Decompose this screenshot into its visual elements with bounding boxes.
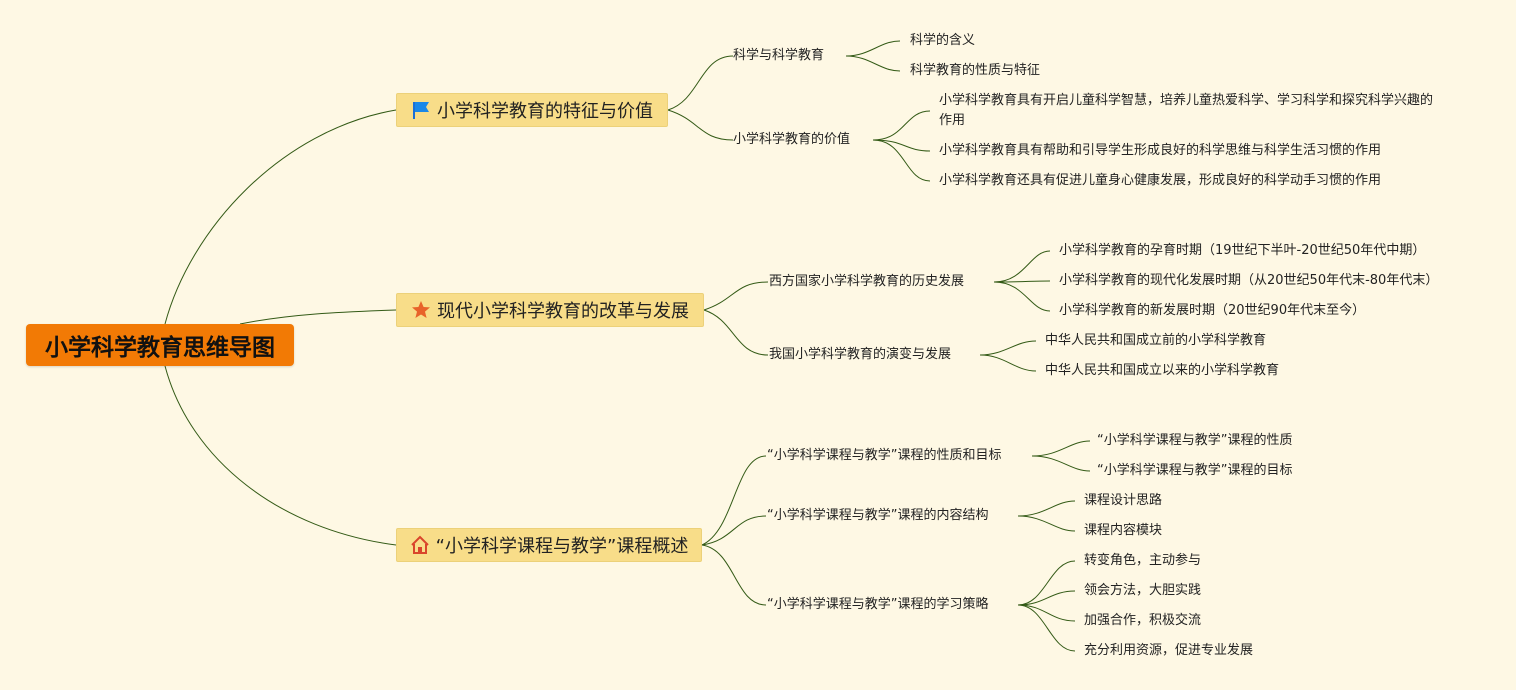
leaf-topic[interactable]: 小学科学教育具有帮助和引导学生形成良好的科学思维与科学生活习惯的作用 <box>939 143 1382 158</box>
subtopic[interactable]: 我国小学科学教育的演变与发展 <box>769 347 952 362</box>
leaf-topic[interactable]: 领会方法，大胆实践 <box>1084 583 1202 598</box>
leaf-topic[interactable]: 转变角色，主动参与 <box>1084 553 1202 568</box>
main-topic-title: 现代小学科学教育的改革与发展 <box>437 301 689 322</box>
leaf-topic[interactable]: 科学的含义 <box>910 33 976 48</box>
leaf-topic[interactable]: 小学科学教育具有开启儿童科学智慧，培养儿童热爱科学、学习科学和探究科学兴趣的作用 <box>939 93 1434 128</box>
subtopic[interactable]: “小学科学课程与教学”课程的性质和目标 <box>767 448 1002 463</box>
leaf-topic[interactable]: 小学科学教育的新发展时期（20世纪90年代末至今） <box>1059 303 1366 318</box>
main-topic-course-overview[interactable]: “小学科学课程与教学”课程概述 <box>396 528 702 562</box>
connector-s12-l2 <box>872 139 931 152</box>
connector-b3-s1 <box>701 455 767 546</box>
connector-s21-l3 <box>993 281 1051 312</box>
connector-s33-l1 <box>1017 560 1076 606</box>
leaf-topic[interactable]: 中华人民共和国成立前的小学科学教育 <box>1045 333 1267 348</box>
connector-b2-s2 <box>703 309 769 356</box>
root-topic[interactable]: 小学科学教育思维导图 <box>26 324 294 366</box>
connector-s12-l1 <box>872 110 931 141</box>
connector-root-b2 <box>239 309 397 325</box>
leaf-topic[interactable]: 充分利用资源，促进专业发展 <box>1084 643 1254 658</box>
connector-s21-l2 <box>993 280 1051 283</box>
subtopic[interactable]: “小学科学课程与教学”课程的学习策略 <box>767 597 989 612</box>
leaf-topic[interactable]: 课程设计思路 <box>1084 493 1163 508</box>
leaf-topic[interactable]: 小学科学教育的孕育时期（19世纪下半叶-20世纪50年代中期） <box>1059 243 1426 258</box>
leaf-topic[interactable]: 中华人民共和国成立以来的小学科学教育 <box>1045 363 1280 378</box>
connector-s11-l1 <box>845 40 901 57</box>
connector-b3-s3 <box>701 544 767 606</box>
connector-s32-l1 <box>1017 500 1076 517</box>
subtopic[interactable]: 小学科学教育的价值 <box>733 132 851 147</box>
leaf-topic[interactable]: 加强合作，积极交流 <box>1084 613 1202 628</box>
connector-b2-s1 <box>703 281 769 311</box>
house-icon <box>410 535 430 555</box>
connector-s22-l1 <box>979 340 1037 356</box>
flag-icon <box>411 100 431 120</box>
star-icon <box>411 300 431 320</box>
connector-s33-l4 <box>1017 604 1076 652</box>
connector-s12-l3 <box>872 139 931 182</box>
connector-root-b1 <box>164 109 397 325</box>
root-title: 小学科学教育思维导图 <box>45 335 275 361</box>
connector-b3-s2 <box>701 515 767 546</box>
leaf-topic[interactable]: 科学教育的性质与特征 <box>910 63 1041 78</box>
main-topic-title: “小学科学课程与教学”课程概述 <box>435 536 689 557</box>
subtopic[interactable]: 科学与科学教育 <box>733 48 825 63</box>
connector-s33-l3 <box>1017 604 1076 622</box>
subtopic[interactable]: 西方国家小学科学教育的历史发展 <box>769 274 965 289</box>
connector-b1-s1 <box>667 55 734 111</box>
leaf-topic[interactable]: “小学科学课程与教学”课程的目标 <box>1097 463 1293 478</box>
connector-root-b3 <box>164 365 397 546</box>
subtopic[interactable]: “小学科学课程与教学”课程的内容结构 <box>767 508 989 523</box>
connector-s31-l2 <box>1031 455 1091 472</box>
connector-s22-l2 <box>979 354 1037 372</box>
leaf-topic[interactable]: “小学科学课程与教学”课程的性质 <box>1097 433 1293 448</box>
connector-s31-l1 <box>1031 440 1091 457</box>
leaf-topic[interactable]: 课程内容模块 <box>1084 523 1163 538</box>
leaf-topic[interactable]: 小学科学教育还具有促进儿童身心健康发展，形成良好的科学动手习惯的作用 <box>939 173 1382 188</box>
connector-s21-l1 <box>993 250 1051 283</box>
connector-b1-s2 <box>667 109 734 141</box>
main-topic-features-value[interactable]: 小学科学教育的特征与价值 <box>396 93 668 127</box>
main-topic-title: 小学科学教育的特征与价值 <box>437 101 653 122</box>
connector-s32-l2 <box>1017 515 1076 532</box>
main-topic-reform-development[interactable]: 现代小学科学教育的改革与发展 <box>396 293 704 327</box>
connector-s33-l2 <box>1017 590 1076 606</box>
connector-s11-l2 <box>845 55 901 72</box>
leaf-topic[interactable]: 小学科学教育的现代化发展时期（从20世纪50年代末-80年代末） <box>1059 273 1439 288</box>
